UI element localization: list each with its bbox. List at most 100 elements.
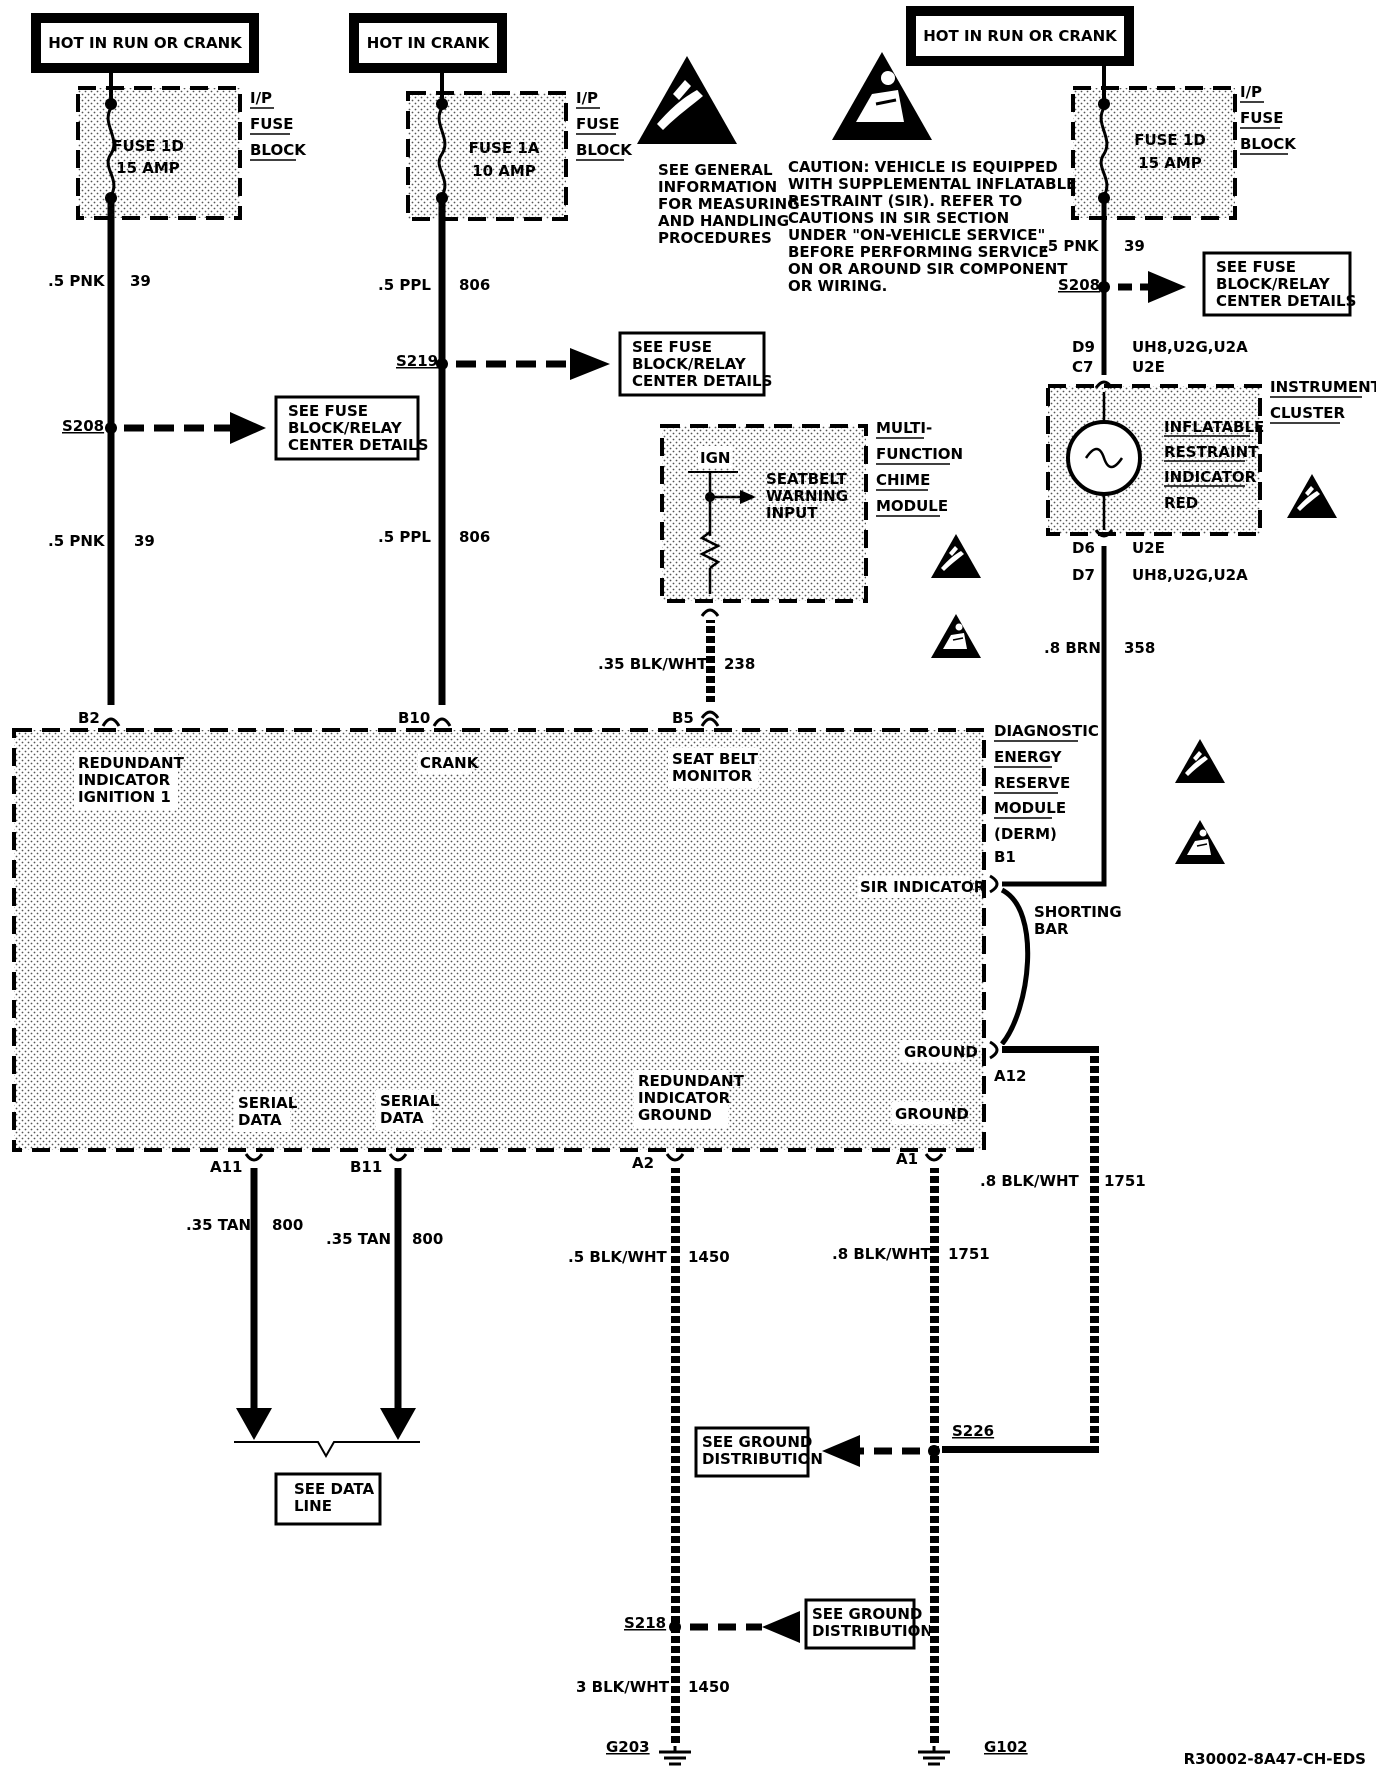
pin-label: B10	[398, 709, 430, 727]
derm-text: SEAT BELT	[672, 750, 759, 768]
wire-label: .8 BLK/WHT	[980, 1172, 1080, 1190]
fuse-block-label: I/P	[1240, 83, 1262, 101]
esd-warning-icon	[1287, 474, 1337, 518]
pin-label: A11	[210, 1158, 242, 1176]
wire-label: 1751	[948, 1245, 990, 1263]
wire-label: .35 BLK/WHT	[598, 655, 708, 673]
fuse-right-name: FUSE 1D	[1134, 131, 1206, 149]
derm-text: IGNITION 1	[78, 788, 171, 806]
see-data-line-text: SEE DATA	[294, 1480, 374, 1498]
fuse-middle: FUSE 1A 10 AMP	[406, 68, 568, 221]
splice-label: S208	[1058, 276, 1100, 294]
see-fuse-text: CENTER DETAILS	[632, 372, 772, 390]
instrument-cluster: INFLATABLE RESTRAINT INDICATOR RED	[1046, 384, 1264, 536]
derm-text: REDUNDANT	[78, 754, 185, 772]
pin-label: B1	[994, 848, 1016, 866]
hot-label-left: HOT IN RUN OR CRANK	[31, 13, 259, 73]
see-fuse-text: CENTER DETAILS	[1216, 292, 1356, 310]
derm-name-line: (DERM)	[994, 825, 1057, 843]
option-label: UH8,U2G,U2A	[1132, 338, 1248, 356]
wire-label: 806	[459, 276, 490, 294]
wire-label: 1450	[688, 1678, 730, 1696]
fuse-middle-rating: 10 AMP	[472, 162, 536, 180]
fuse-left-name: FUSE 1D	[112, 137, 184, 155]
derm-text: DATA	[380, 1109, 424, 1127]
wire-label: .5 PNK	[1042, 237, 1100, 255]
see-ground-text: DISTRIBUTION	[812, 1622, 933, 1640]
chime-name-line: MULTI-	[876, 419, 932, 437]
splice-s208-right	[1098, 281, 1110, 293]
chime-module: IGN SEATBELT WARNING INPUT	[660, 424, 868, 603]
pin-label: B2	[78, 709, 100, 727]
wire-label: 39	[1124, 237, 1145, 255]
wire-label: .8 BLK/WHT	[832, 1245, 932, 1263]
arrow-icon	[230, 412, 266, 444]
see-data-line-box: SEE DATA LINE	[274, 1472, 382, 1526]
derm-ground-label: GROUND	[895, 1105, 969, 1123]
hot-label-left-text: HOT IN RUN OR CRANK	[48, 34, 243, 52]
derm-name-line: DIAGNOSTIC	[994, 722, 1099, 740]
bracket	[234, 1441, 420, 1459]
derm-name-line: ENERGY	[994, 748, 1063, 766]
esd-note-line: PROCEDURES	[658, 229, 772, 247]
cluster-name-line: INSTRUMENT	[1270, 378, 1376, 396]
splice-s219	[436, 358, 448, 370]
hot-label-right: HOT IN RUN OR CRANK	[906, 6, 1134, 66]
chime-ign-label: IGN	[700, 449, 730, 467]
see-ground-text: SEE GROUND	[812, 1605, 922, 1623]
derm-label-serial1: SERIAL DATA	[234, 1092, 298, 1132]
wire-brn-358	[1002, 546, 1107, 887]
fuse-block-label: BLOCK	[1240, 135, 1297, 153]
arrow-icon	[762, 1611, 800, 1643]
option-label: U2E	[1132, 539, 1165, 557]
see-fuse-text: SEE FUSE	[288, 402, 368, 420]
see-fuse-box-middle: SEE FUSE BLOCK/RELAY CENTER DETAILS	[618, 331, 772, 397]
wire-label: .5 BLK/WHT	[568, 1248, 668, 1266]
ground-label: G102	[984, 1738, 1028, 1756]
option-label: UH8,U2G,U2A	[1132, 566, 1248, 584]
caution-note-line: CAUTIONS IN SIR SECTION	[788, 209, 1009, 227]
derm-label-seat-belt: SEAT BELT MONITOR	[668, 748, 759, 788]
wire-blk-wht-1751-a12	[1090, 1045, 1099, 1455]
chime-name-line: MODULE	[876, 497, 948, 515]
see-ground-text: DISTRIBUTION	[702, 1450, 823, 1468]
sir-warning-icon	[1174, 819, 1226, 865]
fuse-block-label: FUSE	[1240, 109, 1283, 127]
see-fuse-box-left: SEE FUSE BLOCK/RELAY CENTER DETAILS	[274, 395, 428, 461]
wire-label: 806	[459, 528, 490, 546]
fuse-block-label: I/P	[576, 89, 598, 107]
see-fuse-text: BLOCK/RELAY	[1216, 275, 1331, 293]
fuse-block-label: BLOCK	[250, 141, 307, 159]
wire-label: 800	[272, 1216, 303, 1234]
wire-label: .8 BRN	[1044, 639, 1101, 657]
pin-label: C7	[1072, 358, 1093, 376]
derm-name-line: MODULE	[994, 799, 1066, 817]
lamp-label: INDICATOR	[1164, 468, 1257, 486]
shorting-bar	[1000, 887, 1031, 1046]
see-ground-box-lower: SEE GROUND DISTRIBUTION	[804, 1598, 933, 1650]
esd-note-line: FOR MEASURING	[658, 195, 800, 213]
derm-text: INDICATOR	[78, 771, 171, 789]
pin-label: D9	[1072, 338, 1095, 356]
wire-label: 1450	[688, 1248, 730, 1266]
esd-note-line: SEE GENERAL	[658, 161, 773, 179]
hot-label-middle: HOT IN CRANK	[349, 13, 507, 73]
fuse-block-label: FUSE	[250, 115, 293, 133]
esd-note: SEE GENERAL INFORMATION FOR MEASURING AN…	[658, 161, 800, 247]
caution-note-line: WITH SUPPLEMENTAL INFLATABLE	[788, 175, 1076, 193]
see-data-line-text: LINE	[294, 1497, 332, 1515]
derm-crank-label: CRANK	[420, 754, 480, 772]
pin-label: D7	[1072, 566, 1095, 584]
arrow-down-icon	[236, 1408, 272, 1440]
wire-label: 3 BLK/WHT	[576, 1678, 670, 1696]
derm-text: DATA	[238, 1111, 282, 1129]
esd-warning-icon	[1175, 739, 1225, 783]
fuse-middle-name: FUSE 1A	[469, 139, 540, 157]
fuse-block-label-middle: I/P FUSE BLOCK	[576, 89, 633, 161]
wire-label: .35 TAN	[186, 1216, 251, 1234]
see-ground-text: SEE GROUND	[702, 1433, 812, 1451]
chime-input-label: INPUT	[766, 504, 818, 522]
derm-text: MONITOR	[672, 767, 753, 785]
derm-label-redundant-ign: REDUNDANT INDICATOR IGNITION 1	[74, 752, 185, 810]
see-fuse-text: BLOCK/RELAY	[632, 355, 747, 373]
